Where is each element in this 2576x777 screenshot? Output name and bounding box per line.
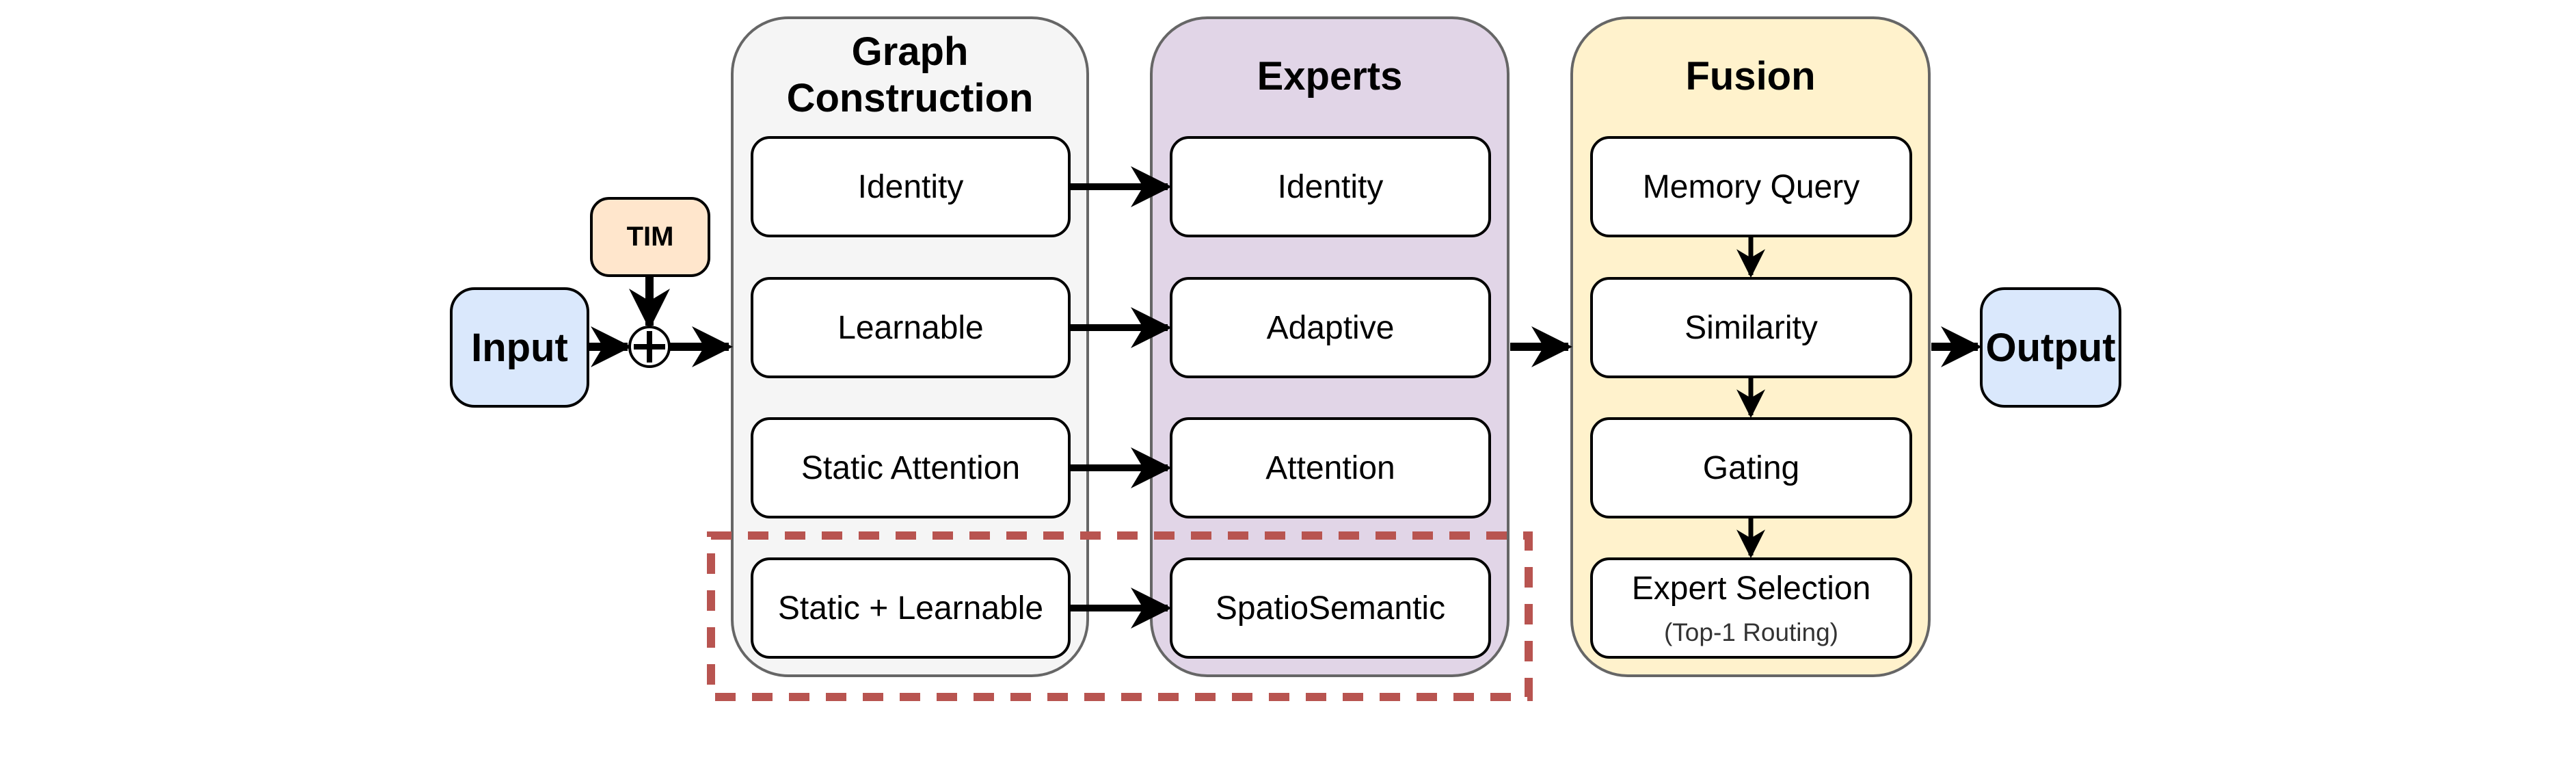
expert-node-spatiosemantic[interactable]: SpatioSemantic	[1170, 557, 1491, 659]
graph-construction-title: Graph Construction	[734, 29, 1086, 122]
output-node[interactable]: Output	[1980, 287, 2121, 408]
node-label: Static + Learnable	[777, 590, 1044, 627]
node-sublabel: (Top-1 Routing)	[1663, 618, 1838, 646]
graph-node-static-attention[interactable]: Static Attention	[751, 417, 1071, 518]
node-label: Adaptive	[1266, 309, 1395, 346]
graph-node-identity[interactable]: Identity	[751, 136, 1071, 237]
highlight-dashed-box	[707, 531, 1533, 701]
node-label: SpatioSemantic	[1215, 590, 1446, 627]
output-label: Output	[1985, 325, 2116, 370]
title-line-1: Graph	[851, 29, 969, 74]
expert-node-attention[interactable]: Attention	[1170, 417, 1491, 518]
node-label: Identity	[1277, 168, 1384, 205]
tim-node[interactable]: TIM	[590, 197, 710, 277]
fusion-node-expert-selection[interactable]: Expert Selection (Top-1 Routing)	[1590, 557, 1912, 659]
experts-title: Experts	[1257, 54, 1403, 98]
node-label: Gating	[1702, 449, 1800, 486]
node-label: Learnable	[837, 309, 984, 346]
expert-node-identity[interactable]: Identity	[1170, 136, 1491, 237]
node-label: Identity	[857, 168, 964, 205]
node-label: Memory Query	[1642, 168, 1860, 205]
tim-label: TIM	[626, 222, 674, 252]
expert-node-adaptive[interactable]: Adaptive	[1170, 277, 1491, 378]
node-label: Static Attention	[801, 449, 1021, 486]
node-label: Attention	[1265, 449, 1395, 486]
node-label: Similarity	[1685, 309, 1818, 346]
input-label: Input	[471, 325, 568, 370]
node-label: Expert Selection	[1631, 570, 1871, 607]
graph-node-learnable[interactable]: Learnable	[751, 277, 1071, 378]
fusion-node-memory-query[interactable]: Memory Query	[1590, 136, 1912, 237]
graph-node-static-learnable[interactable]: Static + Learnable	[751, 557, 1071, 659]
fusion-title: Fusion	[1685, 54, 1816, 98]
input-node[interactable]: Input	[450, 287, 589, 408]
fusion-node-similarity[interactable]: Similarity	[1590, 277, 1912, 378]
fusion-node-gating[interactable]: Gating	[1590, 417, 1912, 518]
plus-circle-icon	[628, 326, 671, 368]
title-line-2: Construction	[786, 76, 1034, 120]
